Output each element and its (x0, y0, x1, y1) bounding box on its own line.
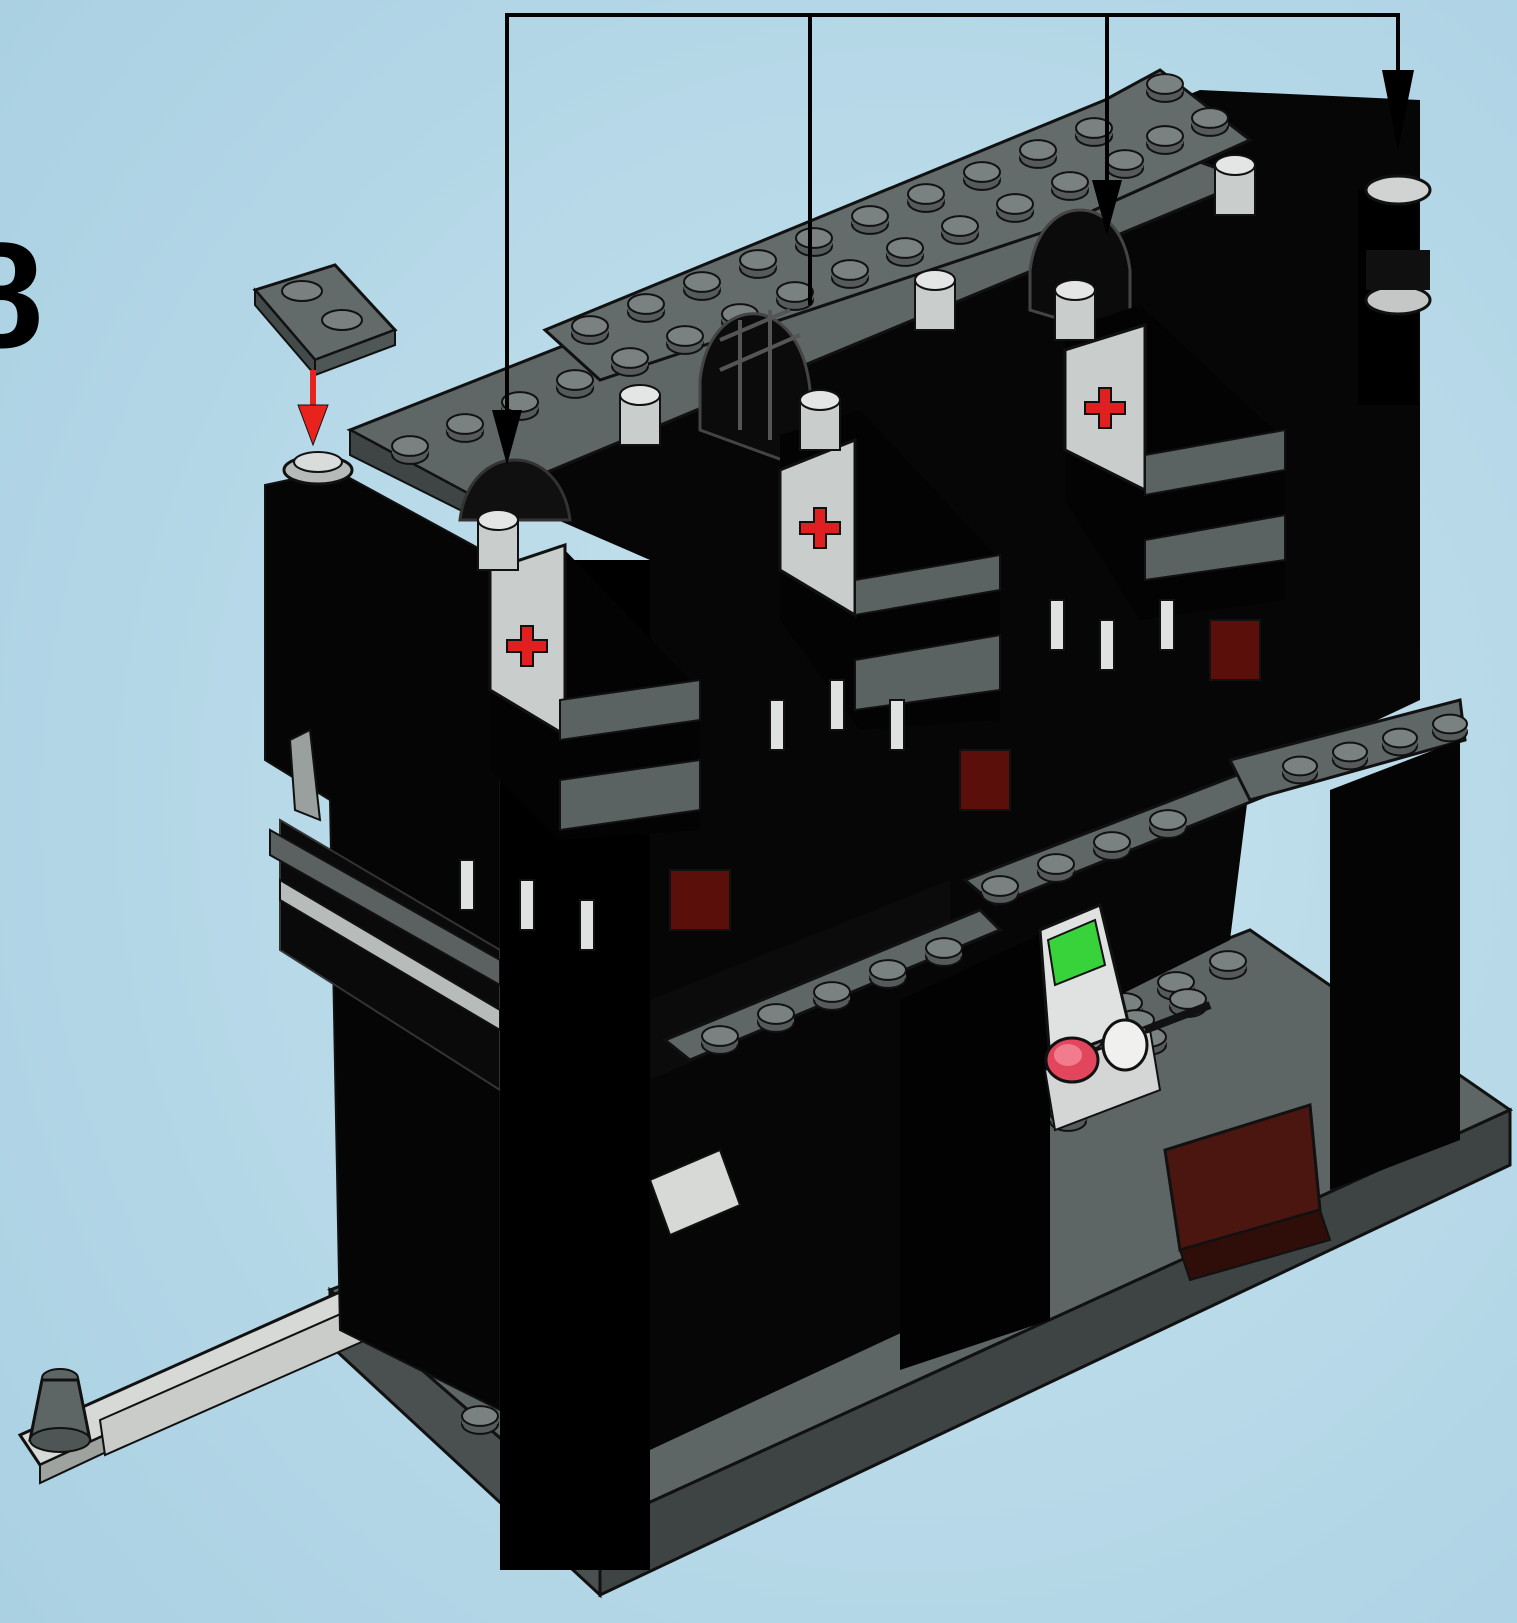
top-stud (612, 348, 648, 376)
top-stud (684, 272, 720, 300)
step-number: 8 (0, 220, 43, 370)
top-stud (740, 250, 776, 278)
slat-highlight (890, 700, 904, 750)
slat-highlight (770, 700, 784, 750)
pin (620, 385, 660, 445)
top-stud (667, 326, 703, 354)
top-stud (1147, 74, 1183, 102)
shelf-stud (1038, 854, 1074, 882)
shelf-stud (982, 876, 1018, 904)
shelf-stud (1283, 757, 1317, 784)
slat-highlight (1100, 620, 1114, 670)
top-stud (1147, 126, 1183, 154)
top-stud (1020, 140, 1056, 168)
top-stud (832, 260, 868, 288)
top-stud (796, 228, 832, 256)
slat-highlight (1050, 600, 1064, 650)
slat-highlight (830, 680, 844, 730)
slat-highlight (460, 860, 474, 910)
top-stud (447, 414, 483, 442)
top-stud (852, 206, 888, 234)
top-stud (908, 184, 944, 212)
top-stud (392, 436, 428, 464)
shelf-stud (1150, 810, 1186, 838)
top-stud (1107, 150, 1143, 178)
slat-highlight (520, 880, 534, 930)
top-stud (1192, 108, 1228, 136)
slat-highlight (1160, 600, 1174, 650)
pin (478, 510, 518, 570)
shelf-stud (1333, 743, 1367, 770)
pin (915, 270, 955, 330)
center-pillar (900, 930, 1050, 1370)
pin (1215, 155, 1255, 215)
shelf-stud (702, 1026, 738, 1054)
pin (800, 390, 840, 450)
baseplate-stud (1210, 951, 1246, 979)
top-stud (572, 316, 608, 344)
shelf-stud (870, 960, 906, 988)
shelf-stud (758, 1004, 794, 1032)
top-stud (777, 282, 813, 310)
top-stud (887, 238, 923, 266)
top-stud (557, 370, 593, 398)
right-support (1330, 740, 1460, 1190)
top-stud (628, 294, 664, 322)
pin (1055, 280, 1095, 340)
top-stud (997, 194, 1033, 222)
shelf-stud (814, 982, 850, 1010)
shelf-stud (926, 938, 962, 966)
top-stud (964, 162, 1000, 190)
shelf-stud (1094, 832, 1130, 860)
shelf-stud (1433, 715, 1467, 742)
baseplate-stud (462, 1406, 498, 1434)
shelf-stud (1383, 729, 1417, 756)
top-stud (942, 216, 978, 244)
slat-highlight (580, 900, 594, 950)
top-stud (1052, 172, 1088, 200)
